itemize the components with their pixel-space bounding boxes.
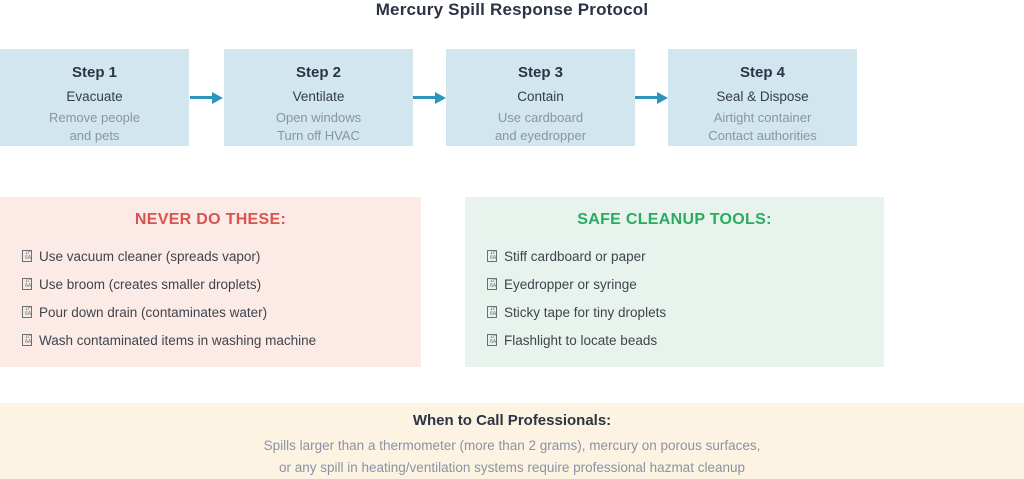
- list-item-text: Pour down drain (contaminates water): [39, 305, 268, 320]
- step-detail-line: and eyedropper: [494, 128, 587, 143]
- step-details: Airtight container Contact authorities: [668, 109, 857, 145]
- step-label: Step 2: [295, 64, 341, 81]
- step-box-3: Step 3 Contain Use cardboard and eyedrop…: [446, 49, 635, 146]
- missing-glyph-icon: [487, 334, 497, 346]
- list-item: Use broom (creates smaller droplets): [22, 271, 421, 299]
- step-name: Evacuate: [66, 89, 123, 104]
- list-item-text: Eyedropper or syringe: [504, 277, 637, 292]
- missing-glyph-icon: [22, 334, 32, 346]
- step-box-2: Step 2 Ventilate Open windows Turn off H…: [224, 49, 413, 146]
- list-item-text: Stiff cardboard or paper: [504, 249, 646, 264]
- arrow-head: [657, 91, 668, 104]
- step-detail-line: Remove people: [48, 110, 141, 125]
- list-item: Pour down drain (contaminates water): [22, 299, 421, 327]
- step-detail-line: Airtight container: [713, 110, 812, 125]
- flow-arrow-icon: [190, 91, 223, 104]
- missing-glyph-icon: [487, 306, 497, 318]
- step-detail-line: Use cardboard: [497, 110, 584, 125]
- callout-heading: When to Call Professionals:: [412, 412, 612, 429]
- safe-tools-panel: SAFE CLEANUP TOOLS: Stiff cardboard or p…: [465, 197, 884, 367]
- call-professionals-callout: When to Call Professionals: Spills large…: [0, 403, 1024, 479]
- page-title: Mercury Spill Response Protocol: [375, 0, 649, 19]
- arrow-head: [435, 91, 446, 104]
- step-details: Remove people and pets: [0, 109, 189, 145]
- step-detail-line: Contact authorities: [708, 128, 817, 143]
- list-item-text: Use broom (creates smaller droplets): [39, 277, 262, 292]
- missing-glyph-icon: [487, 278, 497, 290]
- list-item-text: Flashlight to locate beads: [504, 333, 658, 348]
- flow-arrow-icon: [635, 91, 668, 104]
- missing-glyph-icon: [487, 250, 497, 262]
- list-item: Sticky tape for tiny droplets: [487, 299, 884, 327]
- callout-line: or any spill in heating/ventilation syst…: [278, 460, 745, 475]
- never-do-list: Use vacuum cleaner (spreads vapor) Use b…: [0, 243, 421, 355]
- step-name: Ventilate: [292, 89, 345, 104]
- list-item-text: Use vacuum cleaner (spreads vapor): [39, 249, 261, 264]
- step-details: Open windows Turn off HVAC: [224, 109, 413, 145]
- missing-glyph-icon: [22, 306, 32, 318]
- safe-tools-heading: SAFE CLEANUP TOOLS:: [577, 211, 772, 228]
- missing-glyph-icon: [22, 250, 32, 262]
- step-box-4: Step 4 Seal & Dispose Airtight container…: [668, 49, 857, 146]
- list-item-text: Wash contaminated items in washing machi…: [39, 333, 317, 348]
- safe-tools-list: Stiff cardboard or paper Eyedropper or s…: [465, 243, 884, 355]
- list-item: Stiff cardboard or paper: [487, 243, 884, 271]
- callout-body: Spills larger than a thermometer (more t…: [0, 435, 1024, 479]
- step-name: Seal & Dispose: [716, 89, 809, 104]
- never-do-panel: NEVER DO THESE: Use vacuum cleaner (spre…: [0, 197, 421, 367]
- never-do-heading: NEVER DO THESE:: [134, 211, 287, 228]
- list-item: Use vacuum cleaner (spreads vapor): [22, 243, 421, 271]
- step-label: Step 4: [739, 64, 785, 81]
- step-name: Contain: [517, 89, 564, 104]
- missing-glyph-icon: [22, 278, 32, 290]
- arrow-line: [413, 96, 435, 99]
- callout-line: Spills larger than a thermometer (more t…: [263, 438, 761, 453]
- step-label: Step 3: [517, 64, 563, 81]
- step-details: Use cardboard and eyedropper: [446, 109, 635, 145]
- list-item-text: Sticky tape for tiny droplets: [504, 305, 667, 320]
- list-item: Flashlight to locate beads: [487, 327, 884, 355]
- arrow-line: [635, 96, 657, 99]
- step-detail-line: Open windows: [275, 110, 362, 125]
- step-box-1: Step 1 Evacuate Remove people and pets: [0, 49, 189, 146]
- step-detail-line: and pets: [69, 128, 120, 143]
- arrow-line: [190, 96, 212, 99]
- flow-arrow-icon: [413, 91, 446, 104]
- step-detail-line: Turn off HVAC: [277, 128, 360, 143]
- step-label: Step 1: [71, 64, 117, 81]
- arrow-head: [212, 91, 223, 104]
- list-item: Eyedropper or syringe: [487, 271, 884, 299]
- list-item: Wash contaminated items in washing machi…: [22, 327, 421, 355]
